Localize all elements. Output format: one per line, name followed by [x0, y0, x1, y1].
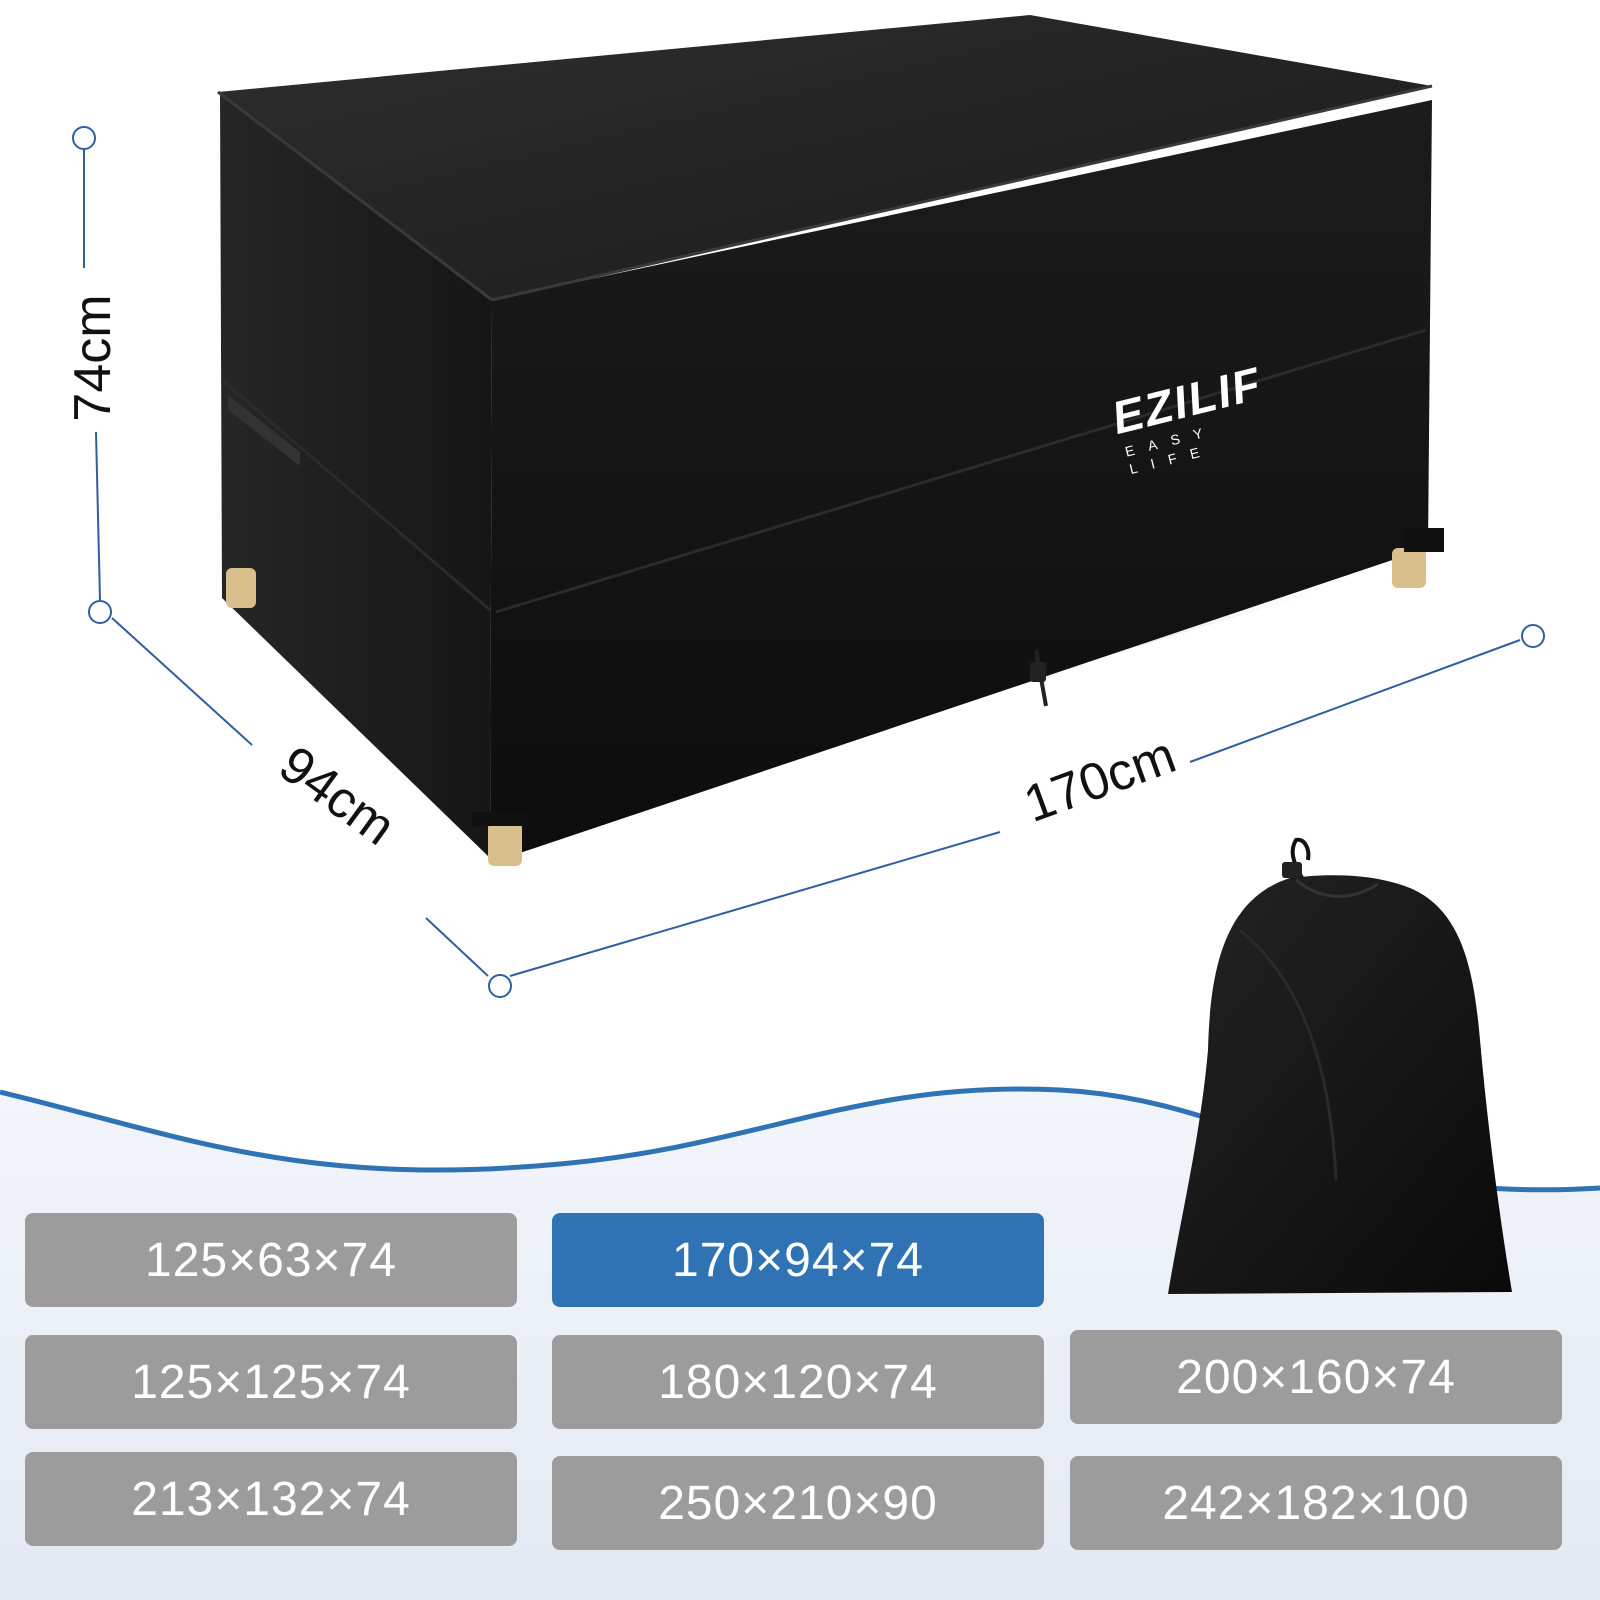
size-option-200x160x74[interactable]: 200×160×74 — [1070, 1330, 1562, 1424]
storage-bag-icon — [1168, 837, 1512, 1294]
height-dimension-label: 74cm — [64, 294, 122, 422]
size-option-180x120x74[interactable]: 180×120×74 — [552, 1335, 1044, 1429]
table-cover — [217, 15, 1433, 858]
size-option-213x132x74[interactable]: 213×132×74 — [25, 1452, 517, 1546]
dimension-lines — [83, 138, 1521, 977]
dimension-endpoint-icon — [72, 126, 1545, 998]
size-option-170x94x74-selected[interactable]: 170×94×74 — [552, 1213, 1044, 1307]
table-legs — [226, 528, 1444, 866]
size-option-242x182x100[interactable]: 242×182×100 — [1070, 1456, 1562, 1550]
size-option-250x210x90[interactable]: 250×210×90 — [552, 1456, 1044, 1550]
size-option-125x63x74[interactable]: 125×63×74 — [25, 1213, 517, 1307]
size-option-125x125x74[interactable]: 125×125×74 — [25, 1335, 517, 1429]
drawstring-toggle — [1030, 649, 1048, 707]
